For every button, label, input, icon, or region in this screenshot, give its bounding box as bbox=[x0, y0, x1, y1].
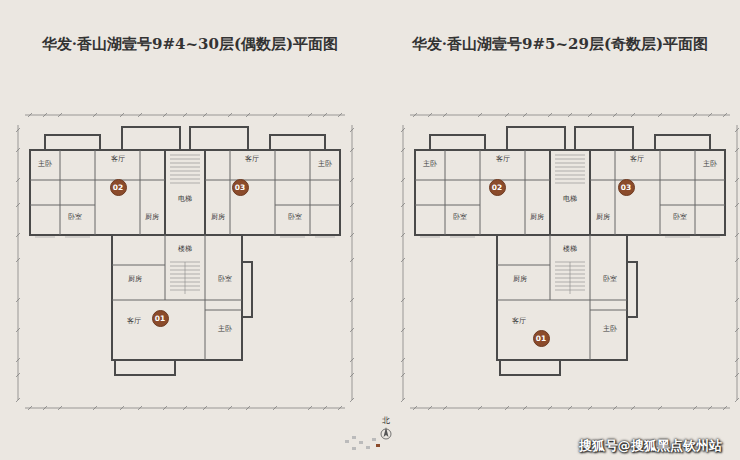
room-label: 电梯 bbox=[177, 196, 193, 203]
room-label: 主卧 bbox=[422, 161, 438, 168]
room-label: 厨房 bbox=[595, 214, 611, 221]
room-label: 电梯 bbox=[562, 196, 578, 203]
site-thumbnail bbox=[345, 436, 380, 450]
unit-number-circle: 02 bbox=[110, 179, 127, 196]
unit-number: 01 bbox=[152, 310, 169, 327]
room-label: 卧室 bbox=[287, 214, 303, 221]
watermark: 搜狐号@搜狐黑点钦州站 bbox=[579, 439, 722, 454]
room-label: 主卧 bbox=[602, 326, 618, 333]
unit-number: 03 bbox=[618, 179, 635, 196]
unit-number-circle: 03 bbox=[232, 179, 249, 196]
room-label: 楼梯 bbox=[562, 246, 578, 253]
unit-number-circle: 02 bbox=[489, 179, 506, 196]
unit-number-circle: 03 bbox=[618, 179, 635, 196]
room-label: 客厅 bbox=[495, 156, 511, 163]
room-label: 客厅 bbox=[244, 156, 260, 163]
plan-walls bbox=[16, 113, 354, 410]
unit-number: 02 bbox=[110, 179, 127, 196]
compass bbox=[381, 427, 391, 439]
room-label: 主卧 bbox=[317, 161, 333, 168]
room-label: 卧室 bbox=[452, 214, 468, 221]
room-label: 厨房 bbox=[144, 214, 160, 221]
room-label: 主卧 bbox=[702, 161, 718, 168]
room-label: 客厅 bbox=[511, 318, 527, 325]
room-label: 卧室 bbox=[67, 214, 83, 221]
room-label: 客厅 bbox=[110, 156, 126, 163]
unit-number: 02 bbox=[489, 179, 506, 196]
room-label: 厨房 bbox=[127, 276, 143, 283]
room-label: 客厅 bbox=[629, 156, 645, 163]
room-label: 卧室 bbox=[602, 276, 618, 283]
room-label: 卧室 bbox=[217, 276, 233, 283]
plan-title: 华发·香山湖壹号9#5~29层(奇数层)平面图 bbox=[412, 36, 708, 53]
unit-number: 01 bbox=[533, 330, 550, 347]
room-label: 厨房 bbox=[210, 214, 226, 221]
unit-number-circle: 01 bbox=[152, 310, 169, 327]
room-label: 客厅 bbox=[126, 318, 142, 325]
room-label: 主卧 bbox=[217, 326, 233, 333]
room-label: 厨房 bbox=[529, 214, 545, 221]
unit-number-circle: 01 bbox=[533, 330, 550, 347]
plan-walls bbox=[401, 113, 739, 410]
room-label: 主卧 bbox=[37, 161, 53, 168]
room-label: 厨房 bbox=[512, 276, 528, 283]
plan-title: 华发·香山湖壹号9#4~30层(偶数层)平面图 bbox=[42, 36, 338, 53]
north-label: 北 bbox=[382, 416, 390, 425]
unit-number: 03 bbox=[232, 179, 249, 196]
room-label: 楼梯 bbox=[177, 246, 193, 253]
room-label: 卧室 bbox=[672, 214, 688, 221]
